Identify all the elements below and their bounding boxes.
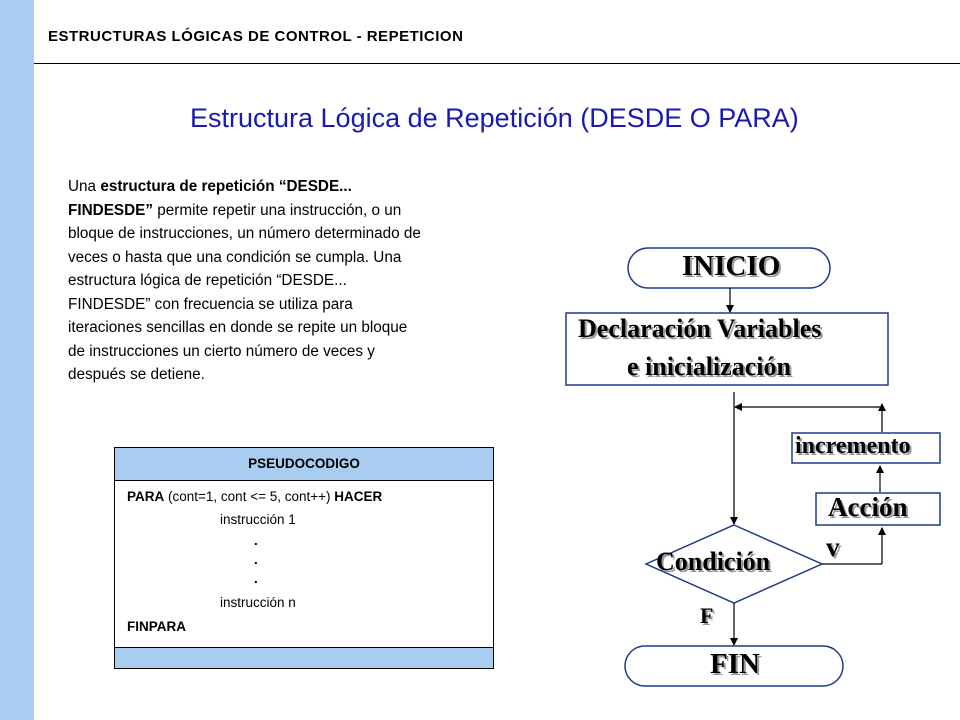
pseudocode-body: PARA (cont=1, cont <= 5, cont++) HACER i… [115, 481, 493, 646]
description-segment: iteraciones sencillas en donde se repite… [68, 319, 408, 336]
increment-box [791, 432, 941, 464]
pseudocode-box: PSEUDOCODIGO PARA (cont=1, cont <= 5, co… [114, 447, 494, 669]
description-segment: de instrucciones un cierto número de vec… [68, 342, 375, 360]
start-label: INICIO [682, 250, 781, 282]
description-paragraph: Una estructura de repetición “DESDE...FI… [68, 175, 568, 387]
description-segment: estructura lógica de repetición “DESDE..… [68, 272, 347, 289]
description-line: bloque de instrucciones, un número deter… [68, 222, 568, 246]
start-terminal [627, 247, 831, 289]
action-label: Acción [828, 492, 908, 522]
description-segment: veces o hasta que una condición se cumpl… [68, 248, 402, 266]
declaration-label-line1: Declaración Variables [578, 314, 822, 343]
pseudocode-ellipsis-dot: . [254, 571, 258, 586]
keyword-para: PARA [127, 489, 165, 504]
pseudocode-ellipsis-dot: . [254, 533, 258, 548]
header-rule [34, 63, 960, 64]
description-line: iteraciones sencillas en donde se repite… [68, 316, 568, 340]
pseudocode-line-para: PARA (cont=1, cont <= 5, cont++) HACER [127, 489, 382, 504]
description-line: FINDESDE” permite repetir una instrucció… [68, 199, 568, 223]
false-branch-label: F [700, 603, 714, 628]
sidebar-band [0, 0, 34, 720]
increment-label: incremento [795, 433, 911, 459]
description-segment: permite repetir una instrucción, o un [153, 201, 402, 219]
pseudocode-header: PSEUDOCODIGO [115, 448, 493, 481]
action-box [815, 492, 941, 526]
description-segment: Una [68, 178, 101, 195]
description-line: estructura lógica de repetición “DESDE..… [68, 269, 568, 293]
end-terminal [624, 645, 844, 687]
loop-header-expression: (cont=1, cont <= 5, cont++) [164, 489, 335, 504]
pseudocode-instruction-first: instrucción 1 [220, 512, 296, 527]
pseudocode-instruction-last: instrucción n [220, 595, 296, 610]
description-line: después se detiene. [68, 363, 568, 387]
declaration-label-line2: e inicialización [627, 352, 791, 381]
description-line: FINDESDE” con frecuencia se utiliza para [68, 293, 568, 317]
header-title: ESTRUCTURAS LÓGICAS DE CONTROL - REPETIC… [48, 28, 464, 45]
description-line: de instrucciones un cierto número de vec… [68, 340, 568, 364]
description-line: veces o hasta que una condición se cumpl… [68, 246, 568, 270]
pseudocode-finpara: FINPARA [127, 619, 186, 634]
description-line: Una estructura de repetición “DESDE... [68, 175, 568, 199]
description-segment: después se detiene. [68, 366, 205, 383]
keyword-hacer: HACER [334, 489, 383, 504]
declaration-process-box [565, 312, 889, 386]
description-segment: FINDESDE” [68, 201, 153, 219]
description-segment: bloque de instrucciones, un número deter… [68, 225, 421, 242]
condition-label: Condición [656, 547, 771, 576]
pseudocode-footer-band [115, 647, 493, 668]
description-segment: FINDESDE” con frecuencia se utiliza para [68, 295, 353, 313]
slide-title: Estructura Lógica de Repetición (DESDE O… [190, 103, 799, 133]
end-label: FIN [710, 648, 760, 680]
pseudocode-ellipsis-dot: . [254, 552, 258, 567]
true-branch-label: v [826, 532, 840, 562]
description-segment: estructura de repetición “DESDE... [100, 178, 352, 195]
